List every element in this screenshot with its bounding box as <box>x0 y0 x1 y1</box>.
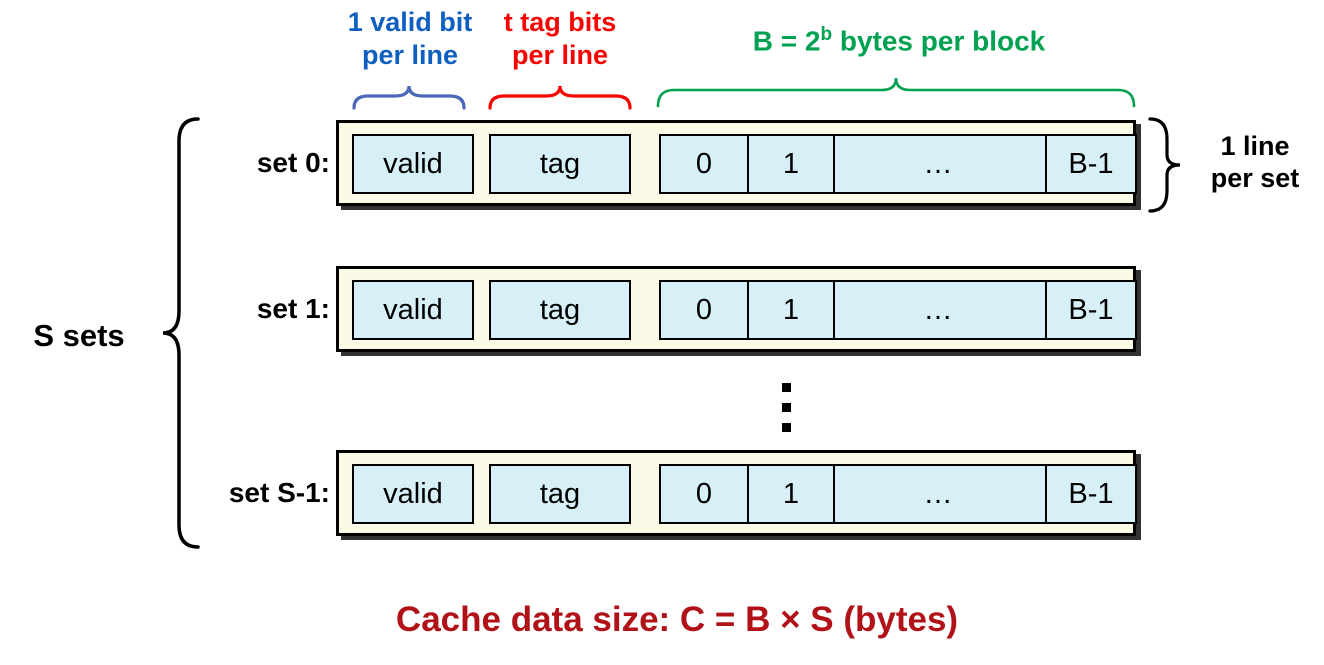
valid-bit-cell: valid <box>352 280 474 340</box>
byte-cell-ellipsis: … <box>833 282 1045 338</box>
byte-cell-ellipsis: … <box>833 136 1045 192</box>
block-bytes: 0 1 … B-1 <box>659 464 1137 524</box>
tag-bits-annotation-line1: t tag bits <box>503 7 617 37</box>
bytes-per-block-annotation: B = 2b bytes per block <box>656 18 1142 57</box>
vertical-ellipsis-icon <box>782 383 791 432</box>
byte-cell-1: 1 <box>747 136 833 192</box>
block-bytes: 0 1 … B-1 <box>659 134 1137 194</box>
cache-set-row-0: set 0: valid tag 0 1 … B-1 <box>0 120 1324 206</box>
tag-bits-annotation-line2: per line <box>511 40 609 70</box>
byte-cell-0: 0 <box>695 477 713 510</box>
byte-cell-0: 0 <box>695 293 713 326</box>
one-line-per-set-label: 1 line per set <box>1184 130 1324 194</box>
s-sets-label: S sets <box>33 318 125 353</box>
block-brace-icon <box>656 77 1136 108</box>
bytes-per-block-prefix: B = 2 <box>752 25 821 57</box>
byte-cell-1: 1 <box>747 466 833 522</box>
valid-bit-annotation-line2: per line <box>361 40 459 70</box>
bytes-per-block-suffix: bytes per block <box>832 25 1046 57</box>
one-line-per-set-line2: per set <box>1210 163 1300 193</box>
set-s1-label: set S-1: <box>228 477 330 508</box>
cache-size-caption: Cache data size: C = B × S (bytes) <box>395 600 959 639</box>
cache-line-box-s1: valid tag 0 1 … B-1 <box>336 450 1137 536</box>
tag-cell: tag <box>489 134 631 194</box>
byte-cell-1: 1 <box>747 282 833 338</box>
valid-brace-icon <box>352 85 466 110</box>
one-line-brace-icon <box>1148 117 1181 213</box>
byte-cell-last: B-1 <box>1045 466 1135 522</box>
cache-line-box-0: valid tag 0 1 … B-1 <box>336 120 1137 206</box>
cache-set-row-s1: set S-1: valid tag 0 1 … B-1 <box>0 450 1324 536</box>
set-0-label: set 0: <box>256 147 330 178</box>
tag-brace-icon <box>488 85 632 110</box>
byte-cell-ellipsis: … <box>833 466 1045 522</box>
valid-bit-annotation: 1 valid bit per line <box>328 6 492 72</box>
valid-bit-annotation-line1: 1 valid bit <box>347 7 473 37</box>
tag-bits-annotation: t tag bits per line <box>480 6 640 72</box>
bytes-per-block-exponent: b <box>820 24 833 45</box>
cache-line-box-1: valid tag 0 1 … B-1 <box>336 266 1137 352</box>
byte-cell-last: B-1 <box>1045 136 1135 192</box>
byte-cell-0: 0 <box>695 147 713 180</box>
s-sets-brace-icon <box>162 117 200 549</box>
tag-cell: tag <box>489 280 631 340</box>
one-line-per-set-line1: 1 line <box>1220 131 1290 161</box>
tag-cell: tag <box>489 464 631 524</box>
valid-bit-cell: valid <box>352 134 474 194</box>
byte-cell-last: B-1 <box>1045 282 1135 338</box>
cache-set-row-1: set 1: valid tag 0 1 … B-1 <box>0 266 1324 352</box>
valid-bit-cell: valid <box>352 464 474 524</box>
set-1-label: set 1: <box>256 293 330 324</box>
block-bytes: 0 1 … B-1 <box>659 280 1137 340</box>
